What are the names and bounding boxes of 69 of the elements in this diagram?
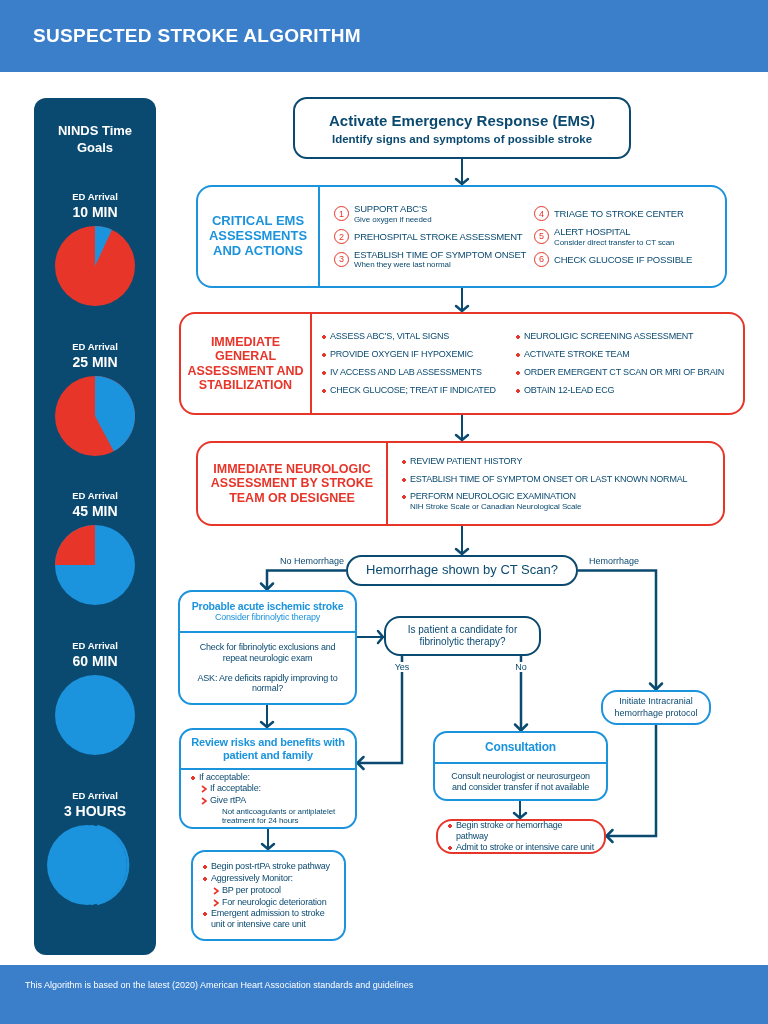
section-heading: IMMEDIATE NEUROLOGIC ASSESSMENT BY STROKE TEAM OR DESIGNEE xyxy=(209,461,375,506)
card-text: Check for fibrinolytic exclusions and repeat neurologic exam xyxy=(198,641,337,664)
box-subheading: Identify signs and symptoms of possible stroke xyxy=(331,132,593,145)
list-note: NIH Stroke Scale or Canadian Neurological Scale xyxy=(409,502,583,512)
time-value: 25 MIN xyxy=(71,353,119,370)
step-text: PREHOSPITAL STROKE ASSESSMENT xyxy=(354,230,523,243)
card-text: ASK: Are deficits rapidly improving to normal? xyxy=(196,672,339,695)
chevron-arrow xyxy=(454,287,470,313)
connector-arrow xyxy=(513,656,529,732)
card-text: Consult neurologist or neurosurgeon and consider transfer if not available xyxy=(450,770,591,793)
edge-label: No Hemorrhage xyxy=(278,556,346,566)
edge-label: Hemorrhage xyxy=(587,556,641,566)
time-value: 3 HOURS xyxy=(62,802,128,819)
section-heading: IMMEDIATE GENERAL ASSESSMENT AND STABILIZATION xyxy=(187,334,304,393)
time-label: ED Arrival xyxy=(71,191,119,202)
connector-arrow xyxy=(356,656,404,771)
step-text: TRIAGE TO STROKE CENTER xyxy=(554,208,684,220)
process-card xyxy=(436,819,606,854)
chevron-arrow xyxy=(454,525,470,556)
time-label: ED Arrival xyxy=(71,789,119,801)
card-subheading: Consider fibrinolytic therapy xyxy=(214,612,321,624)
process-card xyxy=(178,590,357,705)
card-heading: Review risks and benefits with patient and family xyxy=(190,735,346,763)
card-heading: Consultation xyxy=(485,740,556,755)
process-box xyxy=(293,97,631,159)
list-item: Not anticoagulants or antiplatelet treatment for 24 hours xyxy=(221,807,337,826)
edge-label: No xyxy=(513,662,529,672)
chevron-arrow xyxy=(454,158,470,186)
step-text: SUPPORT ABC’S xyxy=(354,203,429,215)
action-panel xyxy=(179,312,745,415)
process-box xyxy=(601,690,711,725)
step-note: Give oxygen if needed xyxy=(354,214,432,224)
footer-note: This Algorithm is based on the latest (2020) American Heart Association standards and guidelines xyxy=(25,980,414,990)
time-value: 60 MIN xyxy=(71,653,119,670)
step-text: ESTABLISH TIME OF SYMPTOM ONSET xyxy=(354,249,527,261)
time-label: ED Arrival xyxy=(71,640,119,652)
step-text: CHECK GLUCOSE IF POSSIBLE xyxy=(554,253,693,265)
chevron-arrow xyxy=(454,414,470,442)
time-value: 45 MIN xyxy=(71,503,119,520)
time-goals-panel xyxy=(34,98,156,955)
connector-arrow xyxy=(578,569,664,691)
panel-heading: NINDS Time Goals xyxy=(57,123,133,157)
box-text: Hemorrhage shown by CT Scan? xyxy=(366,562,558,579)
connector-arrow xyxy=(259,569,346,591)
step-text: ALERT HOSPITAL xyxy=(554,226,632,238)
time-value: 10 MIN xyxy=(71,204,119,220)
decision-box xyxy=(346,555,578,586)
process-card xyxy=(179,728,357,829)
box-heading: Activate Emergency Response (EMS) xyxy=(329,111,595,129)
connector-arrow xyxy=(605,725,658,844)
chevron-arrow xyxy=(259,704,275,729)
page-title: SUSPECTED STROKE ALGORITHM xyxy=(33,25,361,47)
box-text: Initiate Intracranial hemorrhage protocol xyxy=(613,696,699,719)
decision-box xyxy=(384,616,541,656)
card-heading: Probable acute ischemic stroke xyxy=(191,599,344,613)
action-panel xyxy=(196,185,727,288)
step-note: When they were last normal xyxy=(354,260,452,270)
process-card xyxy=(191,850,346,941)
chevron-arrow xyxy=(356,629,385,645)
box-text: Is patient a candidate for fibrinolytic therapy? xyxy=(406,623,519,649)
action-panel xyxy=(196,441,725,526)
step-note: Consider direct transfer to CT scan xyxy=(554,237,675,247)
edge-label: Yes xyxy=(392,662,412,672)
section-heading: CRITICAL EMS ASSESSMENTS AND ACTIONS xyxy=(207,214,309,259)
process-card xyxy=(433,731,608,801)
chevron-arrow xyxy=(260,828,276,851)
time-label: ED Arrival xyxy=(71,340,119,352)
chevron-arrow xyxy=(512,800,528,820)
time-label: ED Arrival xyxy=(71,490,119,502)
